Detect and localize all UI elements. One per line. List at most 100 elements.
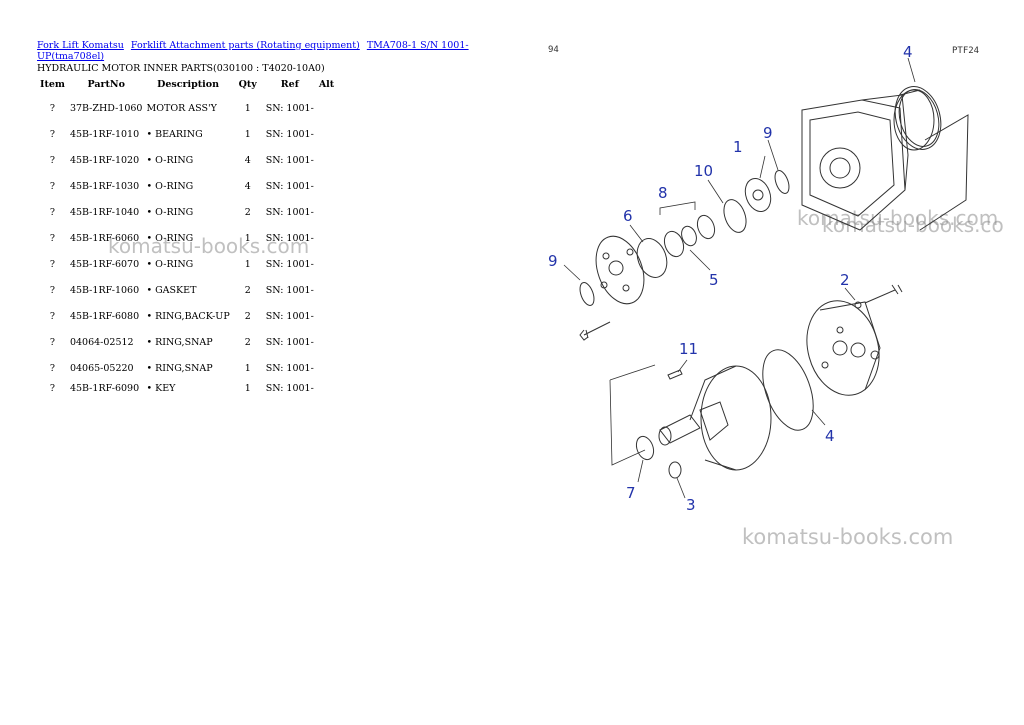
callout-10: 10 [694,162,713,180]
row-partno: 04064-02512 [69,336,134,348]
diagram-page-ref: 94 [548,45,559,55]
row-description: • O-RING [146,206,194,218]
row-qty: 1 [244,382,251,394]
callout-6: 6 [623,207,633,225]
callout-9-left: 9 [548,252,558,270]
row-partno: 45B-1RF-1040 [69,206,140,218]
ring-8a-drawing [696,214,716,240]
row-ref: SN: 1001- [265,258,314,270]
breadcrumb-link-forklift-komatsu[interactable]: Fork Lift Komatsu [37,40,124,51]
port-plate-drawing [595,235,645,305]
row-ref: SN: 1001- [265,362,314,374]
header-description: Description [157,79,220,90]
snap-ring-10-drawing [723,199,747,233]
bolt-left-drawing [579,321,611,341]
row-qty: 1 [244,128,251,140]
row-description: • O-RING [146,258,194,270]
row-description: • O-RING [146,232,194,244]
o-ring-6-drawing [636,238,668,278]
row-description: • RING,SNAP [146,362,213,374]
header-qty: Qty [238,79,257,90]
header-alt: Alt [318,79,335,90]
breadcrumb: Fork Lift Komatsu Forklift Attachment pa… [37,40,507,62]
row-alt [316,355,337,381]
row-description: • RING,BACK-UP [146,310,230,322]
row-ref: SN: 1001- [265,206,314,218]
row-alt [316,329,337,355]
row-item: ? [49,284,56,296]
callout-8: 8 [658,184,668,202]
row-item: ? [49,336,56,348]
row-qty: 1 [244,258,251,270]
row-item: ? [49,180,56,192]
callout-4-top: 4 [903,43,913,61]
row-partno: 45B-1RF-6060 [69,232,140,244]
row-item: ? [49,258,56,270]
row-item: ? [49,128,56,140]
page-title: HYDRAULIC MOTOR INNER PARTS(030100 : T40… [37,63,325,74]
row-ref: SN: 1001- [265,102,314,114]
row-qty: 1 [244,232,251,244]
parts-table: Item PartNo Description Qty Ref Alt ? 37B… [37,76,337,395]
row-ref: SN: 1001- [265,284,314,296]
row-alt [316,199,337,225]
callout-7: 7 [626,484,636,502]
header-item: Item [40,79,65,90]
snap-ring-9-left-drawing [579,282,595,306]
callout-2: 2 [840,271,850,289]
row-alt [316,147,337,173]
callout-4-lower: 4 [825,427,835,445]
row-alt [316,381,337,395]
row-qty: 2 [244,206,251,218]
row-qty: 2 [244,284,251,296]
row-ref: SN: 1001- [265,310,314,322]
bolt-2-drawing [864,284,903,304]
breadcrumb-link-model[interactable]: TMA708-1 S/N 1001-UP(tma708el) [37,40,469,62]
row-item: ? [49,382,56,394]
header-partno: PartNo [87,79,125,90]
row-alt [316,303,337,329]
row-ref: SN: 1001- [265,154,314,166]
motor-housing-drawing [801,89,969,231]
row-partno: 45B-1RF-1010 [69,128,140,140]
row-item: ? [49,232,56,244]
row-description: • O-RING [146,180,194,192]
breadcrumb-link-attachment-parts[interactable]: Forklift Attachment parts (Rotating equi… [130,40,360,51]
row-qty: 4 [244,154,251,166]
row-qty: 1 [244,362,251,374]
row-qty: 4 [244,180,251,192]
row-alt [316,225,337,251]
row-description: • RING,SNAP [146,336,213,348]
row-alt [316,173,337,199]
parts-list-panel: Fork Lift Komatsu Forklift Attachment pa… [37,40,507,395]
o-ring-4-lower-drawing [762,349,814,431]
header-ref: Ref [280,79,299,90]
row-description: MOTOR ASS'Y [146,102,217,114]
row-partno: 37B-ZHD-1060 [69,102,143,114]
end-cover-drawing [806,300,881,396]
row-description: • BEARING [146,128,203,140]
row-ref: SN: 1001- [265,336,314,348]
table-header-row: Item PartNo Description Qty Ref Alt [37,76,337,95]
callout-9-top: 9 [763,124,773,142]
row-item: ? [49,154,56,166]
row-ref: SN: 1001- [265,232,314,244]
callout-11: 11 [679,340,698,358]
row-alt [316,121,337,147]
motor-body-drawing [658,365,772,471]
row-qty: 1 [244,102,251,114]
row-item: ? [49,310,56,322]
row-ref: SN: 1001- [265,382,314,394]
row-alt [316,277,337,303]
row-ref: SN: 1001- [265,180,314,192]
row-item: ? [49,102,56,114]
snap-ring-9-drawing [774,170,790,194]
row-description: • GASKET [146,284,197,296]
